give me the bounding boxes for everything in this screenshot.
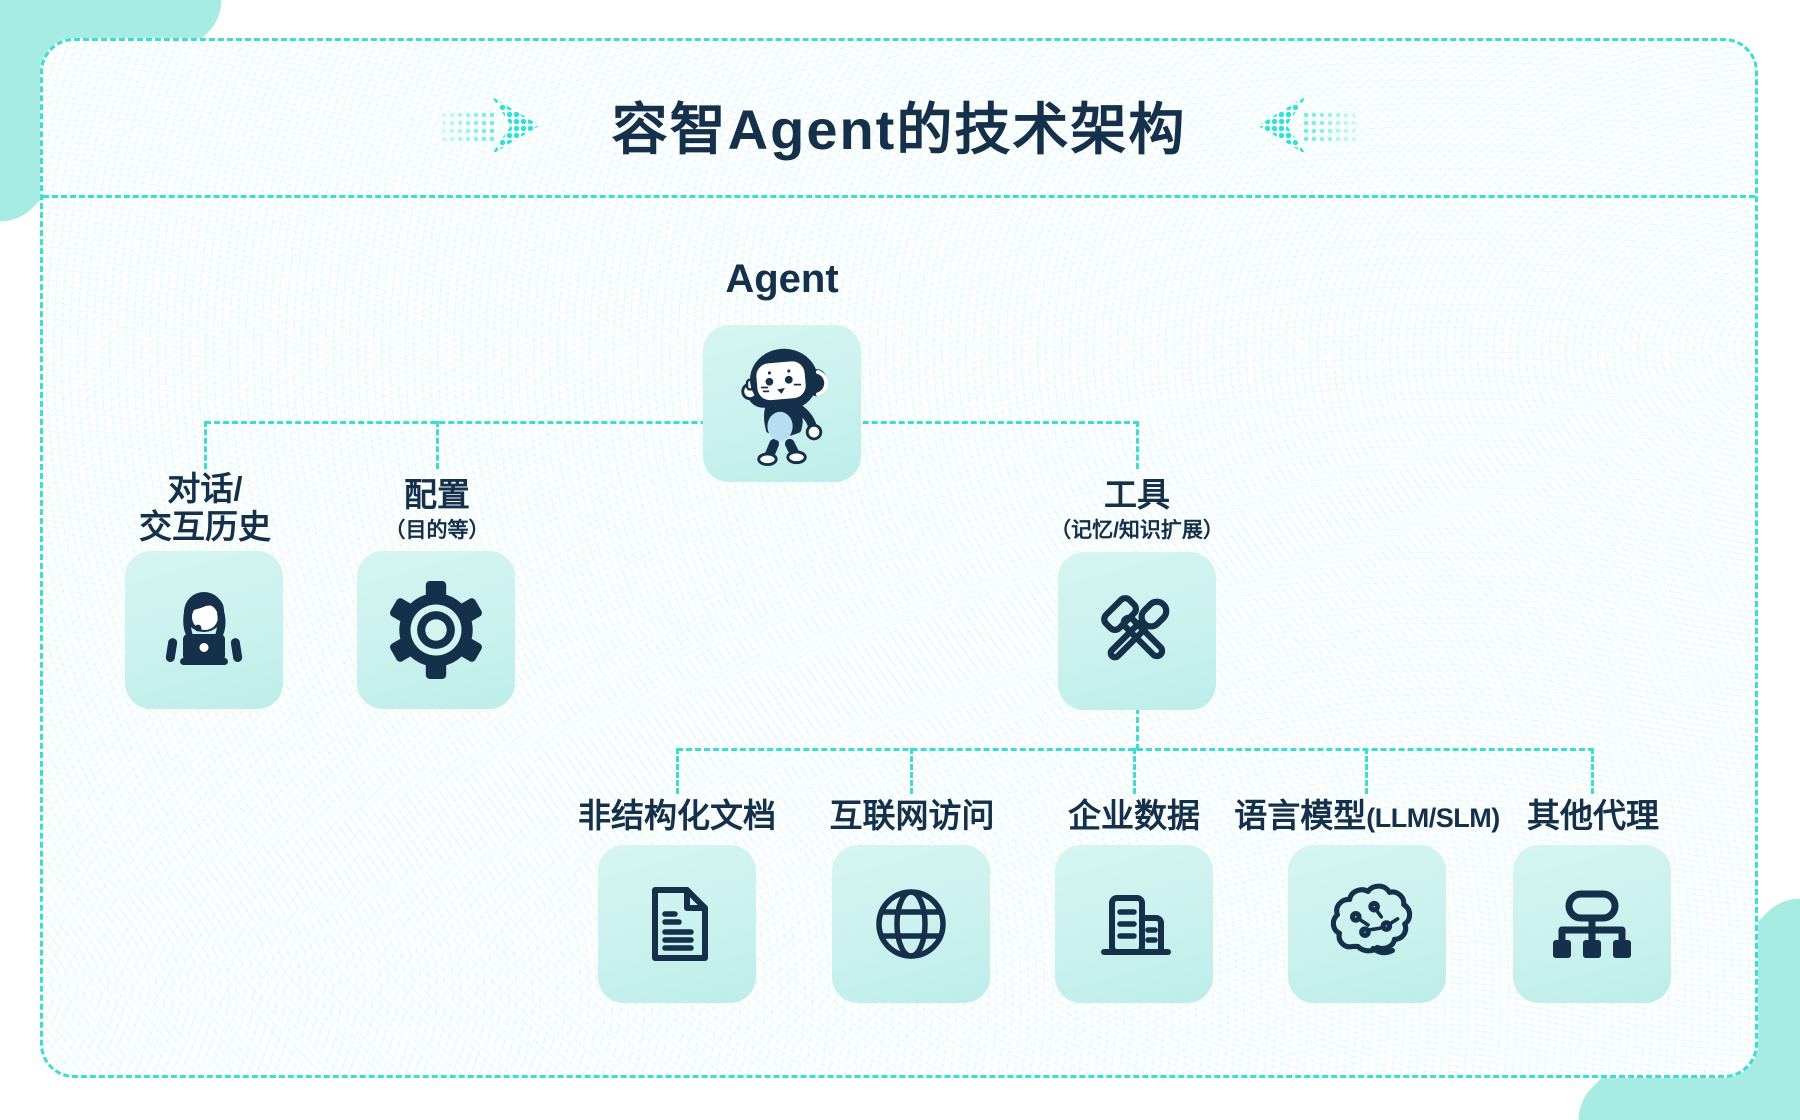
connector-drop-config [436, 421, 439, 469]
dialog-label: 对话/ 交互历史 [139, 470, 271, 545]
connector-tools-down [1136, 708, 1139, 750]
tools-label: 工具 （记忆/知识扩展） [1050, 476, 1224, 542]
globe-icon [876, 889, 946, 959]
robot-mascot-icon [741, 348, 829, 466]
gear-icon [389, 581, 483, 679]
agents-box [1513, 845, 1671, 1003]
tools-box [1058, 552, 1216, 710]
support-agent-icon [165, 592, 243, 665]
enterprise-label: 企业数据 [1068, 797, 1200, 834]
connector-drop-docs [676, 748, 679, 794]
org-chart-icon [1553, 890, 1631, 958]
buildings-icon [1101, 895, 1171, 955]
main-card: 容智Agent的技术架构 [40, 38, 1758, 1078]
config-label: 配置 （目的等） [384, 476, 490, 542]
enterprise-box [1055, 845, 1213, 1003]
internet-box [832, 845, 990, 1003]
connector-drop-dialog [204, 421, 207, 469]
title-divider [43, 195, 1755, 198]
agent-box [703, 325, 861, 482]
connector-drop-internet [910, 748, 913, 794]
connector-drop-llm [1365, 748, 1368, 794]
page-title: 容智Agent的技术架构 [611, 98, 1187, 161]
document-icon [652, 887, 708, 961]
docs-box [598, 845, 756, 1003]
docs-label: 非结构化文档 [578, 797, 776, 834]
llm-box [1288, 845, 1446, 1003]
title-bar: 容智Agent的技术架构 [43, 85, 1755, 166]
connector-drop-enterprise [1133, 748, 1136, 794]
agents-label: 其他代理 [1527, 797, 1659, 834]
connector-top-horizontal [205, 421, 1139, 424]
internet-label: 互联网访问 [829, 797, 995, 834]
dialog-box [125, 551, 283, 709]
config-box [357, 551, 515, 709]
connector-drop-tools [1136, 421, 1139, 469]
agent-label: Agent [725, 257, 839, 301]
brain-icon [1330, 883, 1413, 956]
connector-drop-agents [1591, 748, 1594, 794]
llm-label: 语言模型(LLM/SLM) [1234, 797, 1500, 834]
halftone-arrow-right-icon [439, 96, 540, 155]
hammer-screwdriver-icon [1101, 595, 1170, 661]
